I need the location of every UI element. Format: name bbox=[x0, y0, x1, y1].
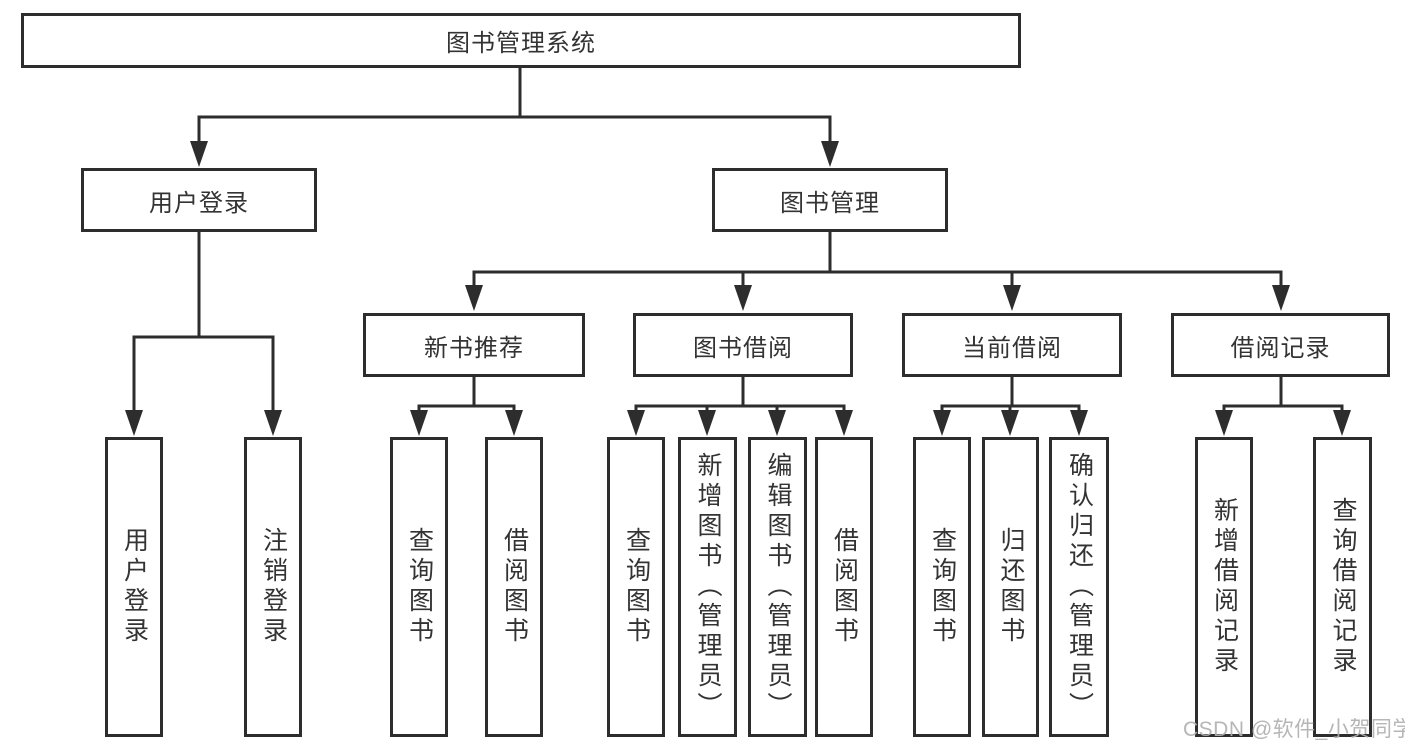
leaf-records-add-record: 新增借阅记录 bbox=[1195, 437, 1253, 737]
node-book-management: 图书管理 bbox=[712, 168, 948, 232]
node-user-login: 用户登录 bbox=[81, 168, 317, 232]
leaf-user-login: 用户登录 bbox=[105, 437, 163, 737]
leaf-borrowing-borrow-books: 借阅图书 bbox=[815, 437, 873, 737]
leaf-borrowing-query-books: 查询图书 bbox=[607, 437, 665, 737]
leaf-newbook-borrow-books: 借阅图书 bbox=[485, 437, 543, 737]
leaf-logout: 注销登录 bbox=[244, 437, 302, 737]
node-current-borrowing: 当前借阅 bbox=[902, 313, 1122, 377]
node-borrowing-records: 借阅记录 bbox=[1171, 313, 1390, 377]
connector-paths bbox=[132, 68, 1344, 412]
leaf-current-return-books: 归还图书 bbox=[982, 437, 1039, 737]
watermark: CSDN @软件_小贺同学 bbox=[1183, 718, 1405, 741]
node-library-system: 图书管理系统 bbox=[21, 13, 1021, 68]
leaf-newbook-query-books: 查询图书 bbox=[390, 437, 448, 737]
leaf-borrowing-add-books-admin: 新增图书（管理员） bbox=[678, 437, 737, 737]
node-book-borrowing: 图书借阅 bbox=[633, 313, 853, 377]
leaf-borrowing-edit-books-admin: 编辑图书（管理员） bbox=[748, 437, 807, 737]
leaf-records-query-record: 查询借阅记录 bbox=[1313, 437, 1372, 737]
arrowheads bbox=[125, 141, 1351, 436]
leaf-current-query-books: 查询图书 bbox=[913, 437, 971, 737]
leaf-current-confirm-return-admin: 确认归还（管理员） bbox=[1049, 437, 1109, 737]
node-new-book-recommend: 新书推荐 bbox=[363, 313, 585, 377]
